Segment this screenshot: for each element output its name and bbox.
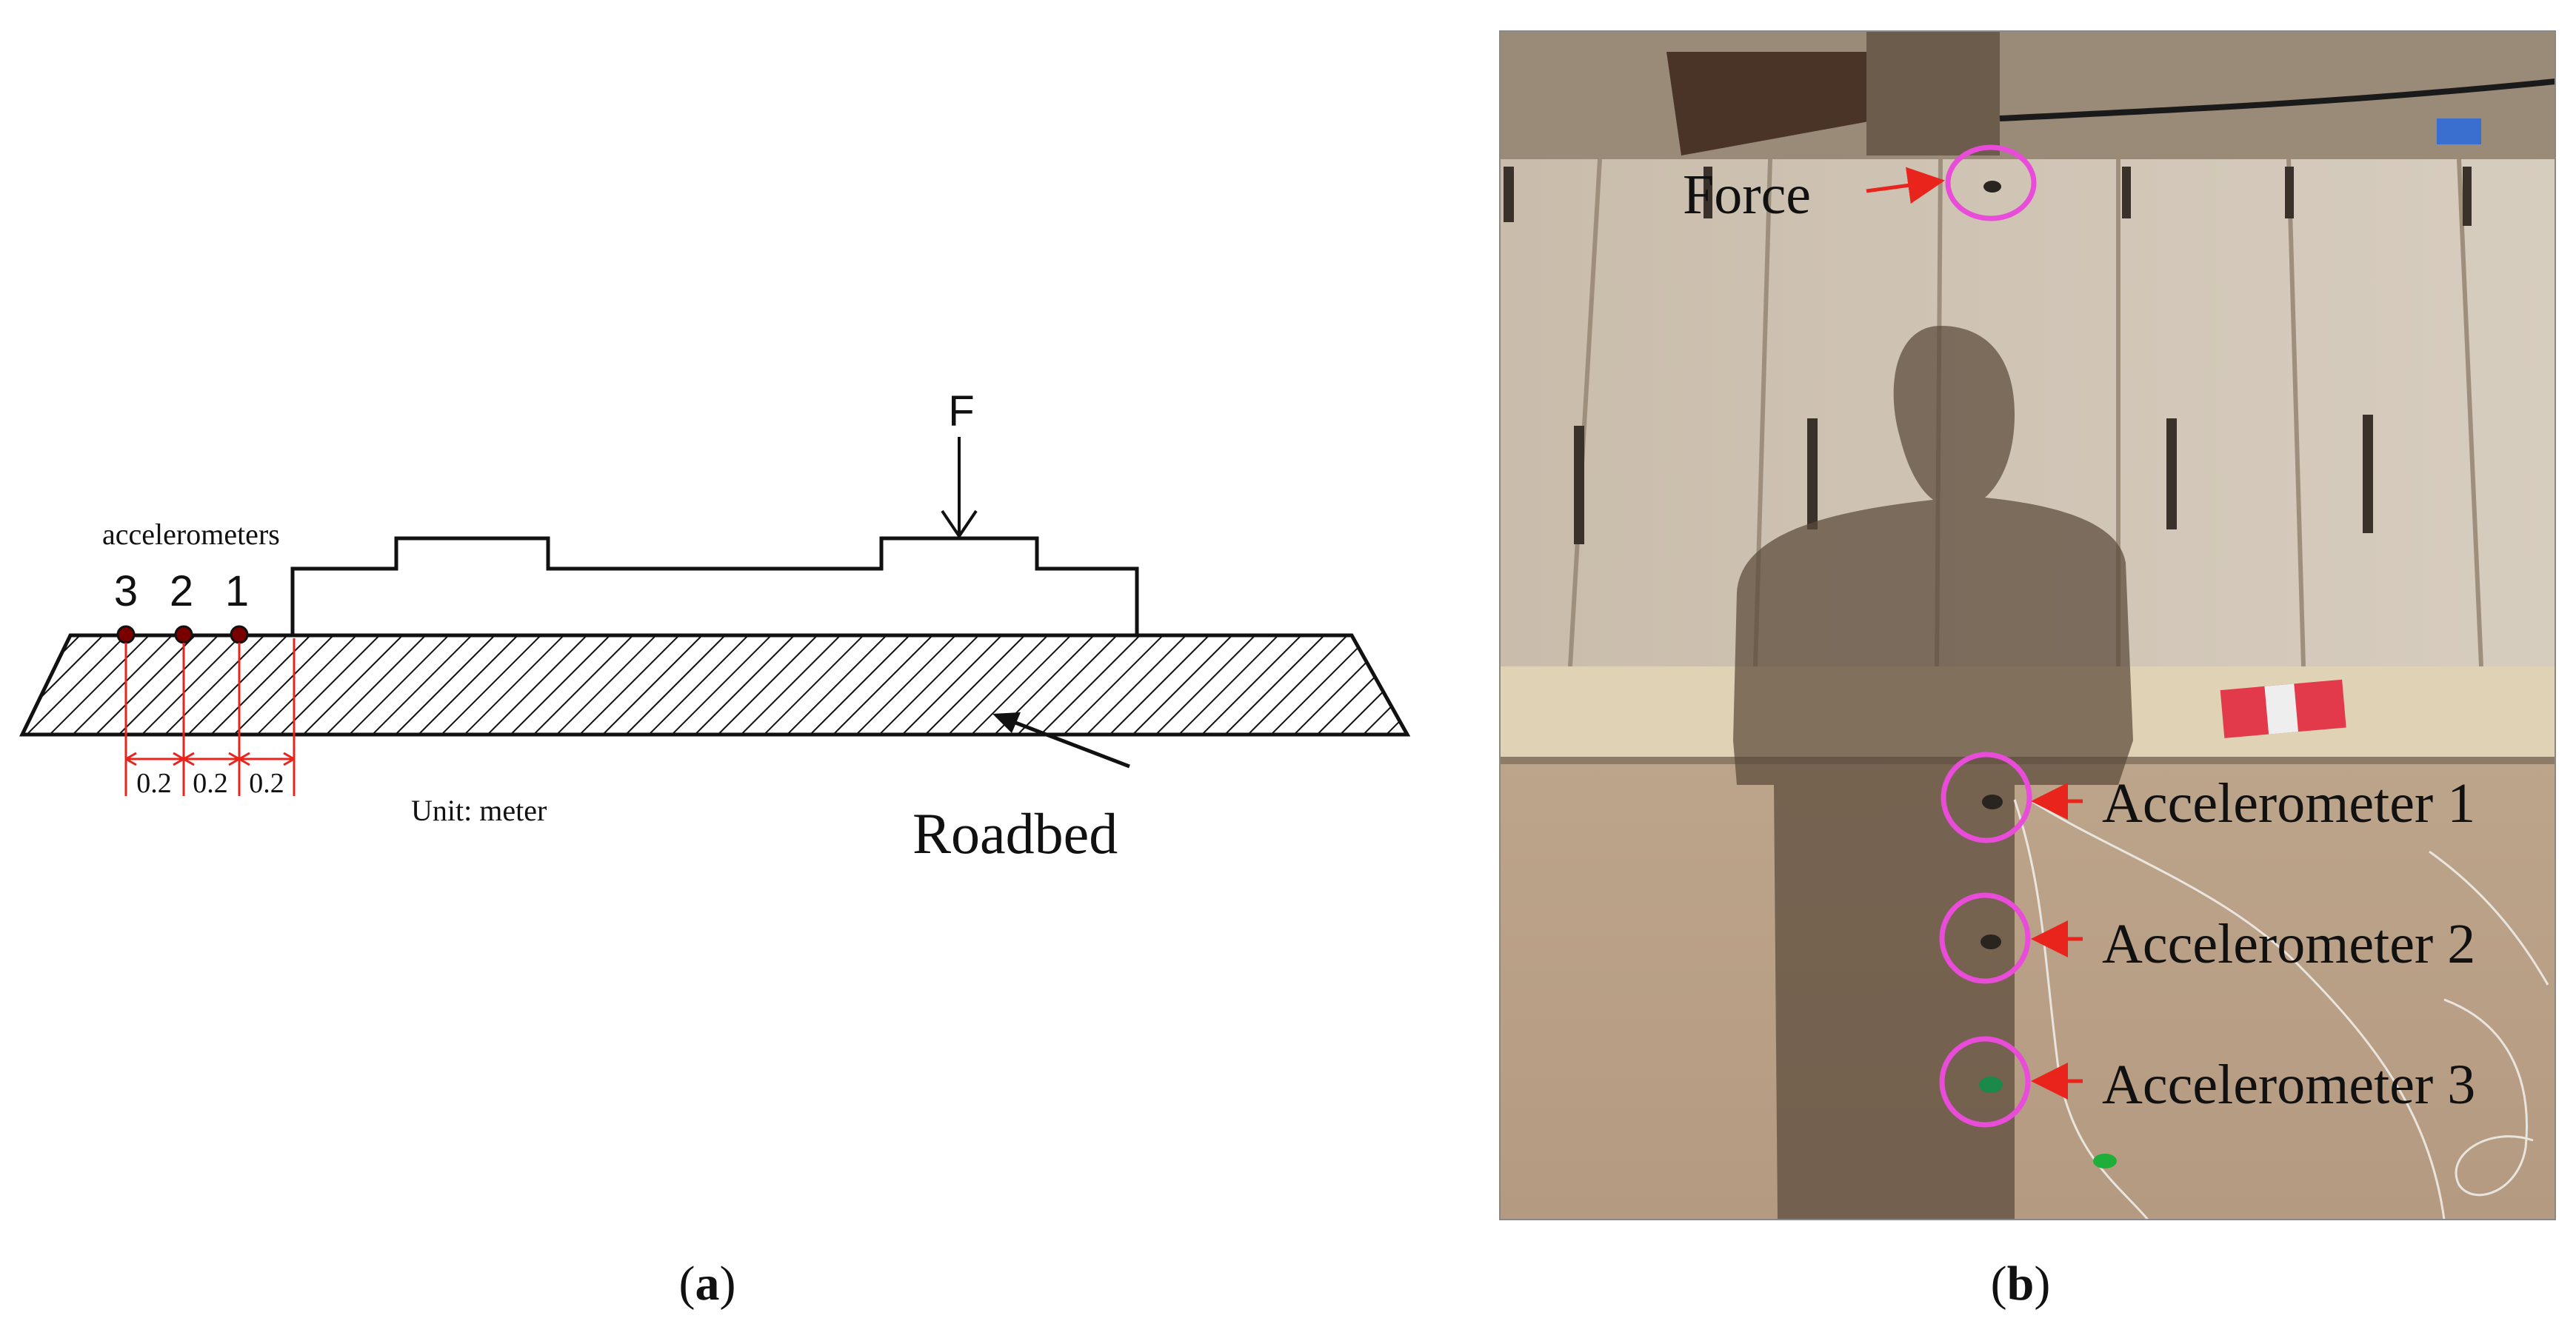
roadbed-leader-head <box>992 712 1021 733</box>
accelerometer-3-dot <box>116 625 136 644</box>
roadbed-leader-line <box>995 713 1130 769</box>
track-slab-outline <box>290 536 1139 635</box>
accelerometer-2-circle <box>1939 892 2031 984</box>
force-photo-label: Force <box>1683 164 1811 226</box>
spacing-label-1: 0.2 <box>136 768 172 799</box>
shadow-figure <box>1733 326 2133 1220</box>
spacing-label-3: 0.2 <box>249 768 284 799</box>
roadbed-label: Roadbed <box>912 801 1118 866</box>
roadbed-section <box>19 633 1411 737</box>
force-label: F <box>948 387 974 435</box>
caption-a: (a) <box>679 1257 736 1311</box>
force-arrow-head <box>941 509 978 539</box>
accelerometers-label: accelerometers <box>102 518 280 551</box>
caption-b: (b) <box>1991 1257 2051 1311</box>
unit-label: Unit: meter <box>411 794 547 827</box>
spacing-label-2: 0.2 <box>193 768 228 799</box>
accelerometer-2-label: Accelerometer 2 <box>2102 913 2475 975</box>
accelerometer-3-label: Accelerometer 3 <box>2102 1054 2475 1116</box>
panel-a-diagram: F accelerometers 3 2 1 0.2 0.2 0.2 Unit:… <box>19 387 1411 866</box>
force-sensor-circle <box>1945 144 2037 221</box>
accelerometer-number-1: 1 <box>225 567 249 615</box>
accelerometer-2-dot <box>174 625 193 644</box>
accelerometer-1-label: Accelerometer 1 <box>2102 772 2475 835</box>
spacing-dimensions <box>124 638 296 796</box>
panel-b-photo: Force Accelerometer 1 Accelerometer 2 Ac… <box>1499 30 2556 1220</box>
force-pointer-arrow <box>1866 167 1945 204</box>
accelerometer-number-2: 2 <box>170 567 193 615</box>
accelerometer-3-circle <box>1939 1036 2031 1128</box>
accelerometer-number-3: 3 <box>114 567 138 615</box>
accelerometer-1-circle <box>1941 752 2032 843</box>
accelerometer-1-dot <box>230 625 249 644</box>
